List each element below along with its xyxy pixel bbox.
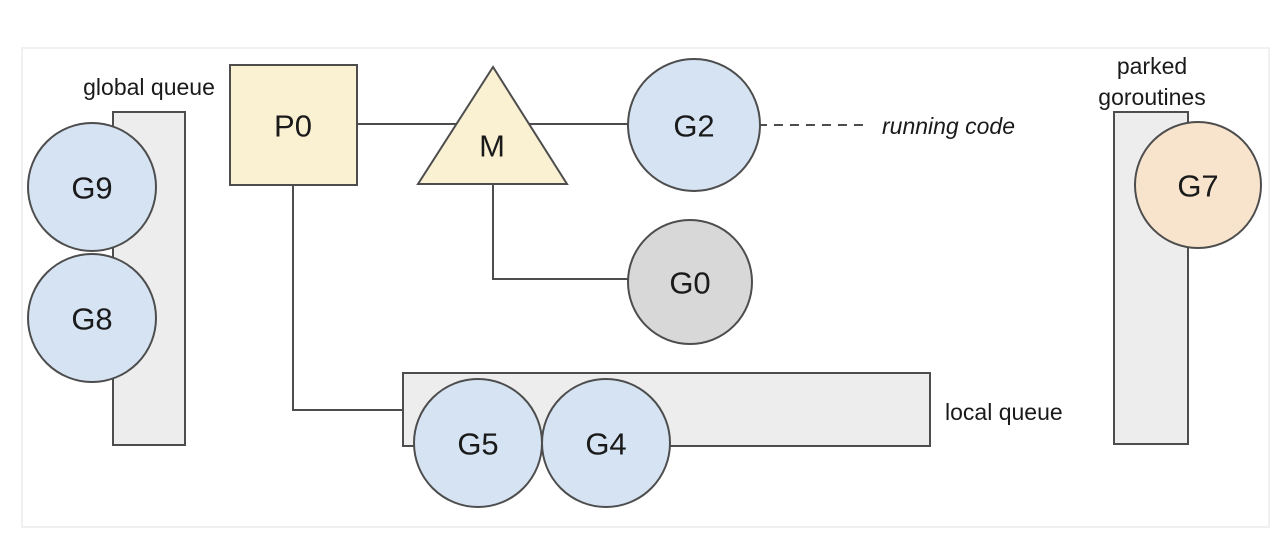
goroutine-g2-circle (627, 58, 761, 192)
local-queue-label: local queue (945, 399, 1063, 425)
global-queue-label: global queue (83, 74, 215, 100)
m-to-g0-line (492, 184, 628, 280)
processor-p0-square (229, 64, 358, 186)
p0-to-local-queue-line (292, 185, 403, 411)
goroutine-g0-circle (627, 219, 753, 345)
connectors (292, 123, 868, 411)
parked-goroutines-label-line1: parked (1117, 53, 1187, 79)
processor-shapes (229, 64, 569, 186)
goroutine-g9-label: G9 (71, 171, 112, 206)
parked-goroutines-label-line2: goroutines (1098, 84, 1205, 110)
goroutine-g8-label: G8 (71, 302, 112, 337)
goroutine-g0-label: G0 (669, 266, 710, 301)
processor-p0-label: P0 (274, 109, 312, 144)
diagram-text: P0 M G2 G0 G9 G8 G5 G4 G7 global queue l… (71, 53, 1218, 462)
goroutine-g8-circle (27, 253, 157, 383)
diagram-frame (21, 47, 1270, 528)
goroutine-g4-label: G4 (585, 427, 626, 462)
goroutine-circles (27, 58, 1262, 508)
goroutine-g2-label: G2 (673, 109, 714, 144)
goroutine-g4-circle (541, 378, 671, 508)
running-code-label: running code (882, 113, 1015, 139)
goroutine-g5-label: G5 (457, 427, 498, 462)
goroutine-g7-circle (1134, 121, 1262, 249)
goroutine-g7-label: G7 (1177, 169, 1218, 204)
goroutine-g9-circle (27, 122, 157, 252)
machine-m-triangle (416, 65, 569, 185)
machine-m-label: M (479, 129, 505, 164)
